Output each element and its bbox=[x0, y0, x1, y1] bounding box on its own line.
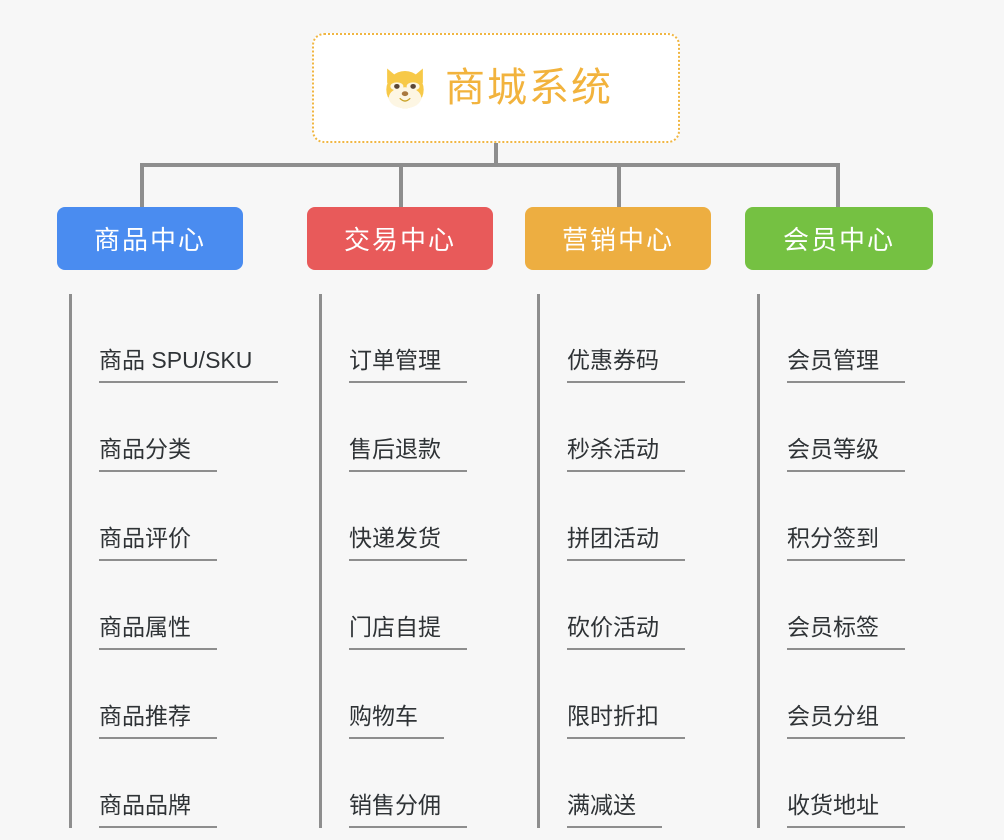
category-box-trade[interactable]: 交易中心 bbox=[307, 207, 493, 270]
leaf-item[interactable]: 商品 SPU/SKU bbox=[69, 294, 279, 383]
category-box-product[interactable]: 商品中心 bbox=[57, 207, 243, 270]
connector-root-stem bbox=[494, 143, 498, 165]
leaf-label: 商品品牌 bbox=[99, 794, 217, 828]
leaf-label: 商品 SPU/SKU bbox=[99, 349, 279, 383]
leaf-label: 会员等级 bbox=[787, 438, 905, 472]
leaf-label: 优惠券码 bbox=[567, 349, 685, 383]
connector-bus bbox=[140, 163, 840, 167]
leaf-item[interactable]: 会员标签 bbox=[757, 561, 955, 650]
leaf-label: 商品评价 bbox=[99, 527, 217, 561]
leaf-label: 订单管理 bbox=[349, 349, 467, 383]
leaf-list-marketing: 优惠券码 秒杀活动 拼团活动 砍价活动 限时折扣 满减送 bbox=[537, 294, 735, 828]
category-column-trade: 交易中心 订单管理 售后退款 快递发货 门店自提 购物车 销售分佣 bbox=[307, 207, 517, 828]
leaf-label: 拼团活动 bbox=[567, 527, 685, 561]
leaf-label: 砍价活动 bbox=[567, 616, 685, 650]
leaf-item[interactable]: 满减送 bbox=[537, 739, 735, 828]
category-label: 会员中心 bbox=[782, 225, 895, 255]
leaf-item[interactable]: 限时折扣 bbox=[537, 650, 735, 739]
leaf-list-product: 商品 SPU/SKU 商品分类 商品评价 商品属性 商品推荐 商品品牌 bbox=[69, 294, 279, 828]
leaf-list-trade: 订单管理 售后退款 快递发货 门店自提 购物车 销售分佣 bbox=[319, 294, 517, 828]
leaf-label: 会员分组 bbox=[787, 705, 905, 739]
connector-drop-3 bbox=[617, 163, 621, 208]
leaf-label: 购物车 bbox=[349, 705, 444, 739]
leaf-label: 满减送 bbox=[567, 794, 662, 828]
category-column-marketing: 营销中心 优惠券码 秒杀活动 拼团活动 砍价活动 限时折扣 满减送 bbox=[525, 207, 735, 828]
leaf-label: 商品推荐 bbox=[99, 705, 217, 739]
category-box-marketing[interactable]: 营销中心 bbox=[525, 207, 711, 270]
leaf-item[interactable]: 购物车 bbox=[319, 650, 517, 739]
leaf-spine bbox=[537, 294, 540, 828]
leaf-item[interactable]: 会员管理 bbox=[757, 294, 955, 383]
leaf-label: 会员管理 bbox=[787, 349, 905, 383]
category-label: 交易中心 bbox=[343, 225, 456, 255]
category-label: 商品中心 bbox=[93, 225, 206, 255]
leaf-item[interactable]: 订单管理 bbox=[319, 294, 517, 383]
connector-drop-2 bbox=[399, 163, 403, 208]
category-column-member: 会员中心 会员管理 会员等级 积分签到 会员标签 会员分组 收货地址 bbox=[745, 207, 955, 828]
leaf-item[interactable]: 积分签到 bbox=[757, 472, 955, 561]
leaf-spine bbox=[757, 294, 760, 828]
leaf-item[interactable]: 商品属性 bbox=[69, 561, 267, 650]
leaf-item[interactable]: 秒杀活动 bbox=[537, 383, 735, 472]
leaf-list-member: 会员管理 会员等级 积分签到 会员标签 会员分组 收货地址 bbox=[757, 294, 955, 828]
leaf-label: 商品属性 bbox=[99, 616, 217, 650]
leaf-item[interactable]: 优惠券码 bbox=[537, 294, 735, 383]
root-title: 商城系统 bbox=[445, 66, 613, 110]
leaf-spine bbox=[319, 294, 322, 828]
leaf-label: 积分签到 bbox=[787, 527, 905, 561]
leaf-item[interactable]: 商品推荐 bbox=[69, 650, 267, 739]
leaf-item[interactable]: 商品评价 bbox=[69, 472, 267, 561]
leaf-label: 收货地址 bbox=[787, 794, 905, 828]
leaf-label: 商品分类 bbox=[99, 438, 217, 472]
root-node[interactable]: 商城系统 bbox=[312, 33, 680, 143]
category-column-product: 商品中心 商品 SPU/SKU 商品分类 商品评价 商品属性 商品推荐 商品品牌 bbox=[57, 207, 279, 828]
leaf-item[interactable]: 门店自提 bbox=[319, 561, 517, 650]
leaf-label: 快递发货 bbox=[349, 527, 467, 561]
leaf-label: 销售分佣 bbox=[349, 794, 467, 828]
leaf-label: 门店自提 bbox=[349, 616, 467, 650]
connector-drop-1 bbox=[140, 163, 144, 208]
leaf-item[interactable]: 会员分组 bbox=[757, 650, 955, 739]
leaf-item[interactable]: 销售分佣 bbox=[319, 739, 517, 828]
leaf-item[interactable]: 拼团活动 bbox=[537, 472, 735, 561]
leaf-label: 秒杀活动 bbox=[567, 438, 685, 472]
category-label: 营销中心 bbox=[561, 225, 674, 255]
leaf-spine bbox=[69, 294, 72, 828]
leaf-item[interactable]: 砍价活动 bbox=[537, 561, 735, 650]
leaf-item[interactable]: 快递发货 bbox=[319, 472, 517, 561]
leaf-item[interactable]: 商品品牌 bbox=[69, 739, 267, 828]
category-box-member[interactable]: 会员中心 bbox=[745, 207, 933, 270]
shiba-dog-icon bbox=[379, 62, 431, 114]
leaf-item[interactable]: 售后退款 bbox=[319, 383, 517, 472]
leaf-item[interactable]: 会员等级 bbox=[757, 383, 955, 472]
leaf-item[interactable]: 商品分类 bbox=[69, 383, 267, 472]
leaf-label: 售后退款 bbox=[349, 438, 467, 472]
connector-drop-4 bbox=[836, 163, 840, 208]
leaf-item[interactable]: 收货地址 bbox=[757, 739, 955, 828]
leaf-label: 限时折扣 bbox=[567, 705, 685, 739]
leaf-label: 会员标签 bbox=[787, 616, 905, 650]
